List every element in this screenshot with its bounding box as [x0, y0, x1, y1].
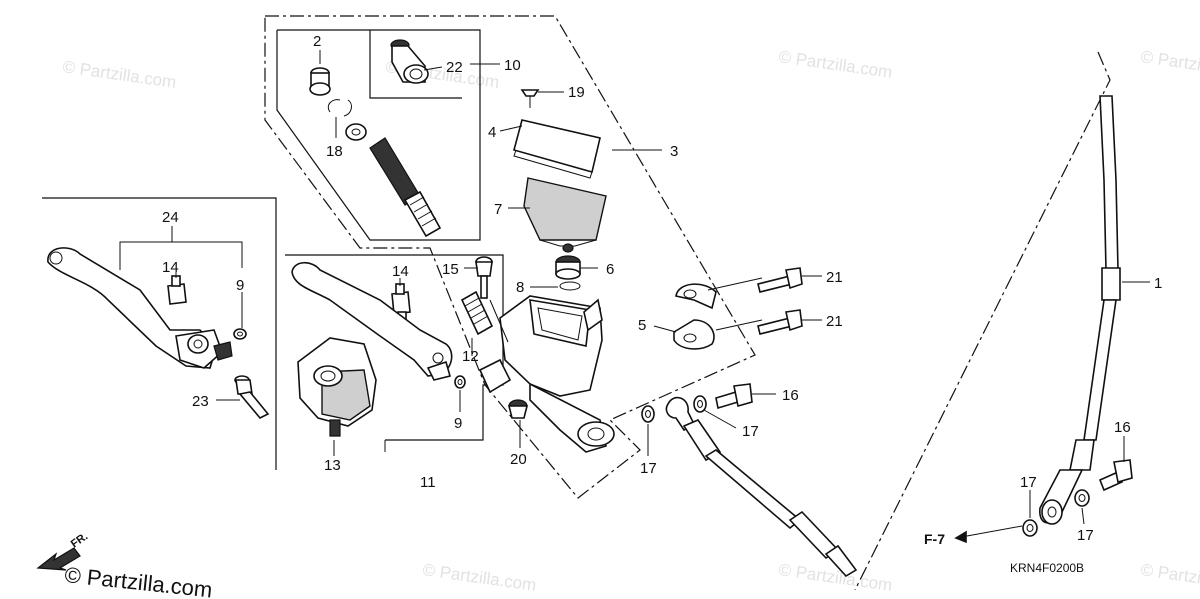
callout-17-upper: 17 [742, 423, 759, 440]
partzilla-watermark: © Partzilla.com [63, 562, 213, 599]
part-23-bolt [234, 375, 270, 419]
callout-17-lower-right: 17 [1077, 527, 1094, 544]
watermark-text: © Partzilla.com [777, 47, 893, 82]
callout-20: 20 [510, 451, 527, 468]
callout-16-lower: 16 [1114, 419, 1131, 436]
callout-9-middle: 9 [454, 415, 462, 432]
part-10-boot [390, 39, 429, 84]
master-cylinder-body [478, 295, 615, 453]
part-5-holder [673, 283, 717, 350]
callout-5: 5 [638, 317, 646, 334]
part-19-screw [520, 89, 540, 108]
piston-kit-box [276, 29, 481, 241]
callout-1: 1 [1154, 275, 1162, 292]
callout-16-upper: 16 [782, 387, 799, 404]
callout-12: 12 [462, 348, 479, 365]
watermark-text: © Partzilla.com [61, 57, 177, 92]
boot-kit-box [369, 30, 462, 99]
callout-19: 19 [568, 84, 585, 101]
callout-6: 6 [606, 261, 614, 278]
callout-14-middle: 14 [392, 263, 409, 280]
watermark-layer: © Partzilla.com © Partzilla.com © Partzi… [61, 47, 1200, 595]
callout-8: 8 [516, 279, 524, 296]
callout-21-upper: 21 [826, 269, 843, 286]
brake-hose-upper-segment [665, 396, 858, 578]
part-18-circlip [327, 99, 352, 117]
callout-14-left: 14 [162, 259, 179, 276]
callout-4: 4 [488, 124, 496, 141]
figure-ref-arrow [954, 525, 1023, 544]
part-21-bolts [757, 267, 803, 335]
callout-2: 2 [313, 33, 321, 50]
callout-22: 22 [446, 59, 463, 76]
part-2-piston-cup [309, 67, 331, 96]
callout-3: 3 [670, 143, 678, 160]
watermark-text: © Partzilla.com [1139, 560, 1200, 595]
callout-24: 24 [162, 209, 179, 226]
part-6-float [555, 255, 581, 280]
part-15-pivot-bolt [475, 256, 493, 299]
callout-18: 18 [326, 143, 343, 160]
part-12-spring [460, 290, 494, 336]
callout-11: 11 [420, 474, 436, 491]
part-9-nut [233, 328, 466, 389]
lever-24-box [42, 197, 277, 470]
parts: FR. [36, 39, 1133, 578]
part-2-piston-spring [345, 123, 442, 238]
part-11-lever [291, 261, 453, 381]
part-4-reservoir-cap [513, 119, 601, 179]
callout-10: 10 [504, 57, 521, 74]
part-13-cover [297, 337, 377, 437]
callout-15: 15 [442, 261, 459, 278]
group-outlines [42, 15, 1111, 591]
part-20-nut [507, 399, 529, 419]
callout-9-left: 9 [236, 277, 244, 294]
hose-group-outline [854, 51, 1111, 591]
callout-13: 13 [324, 457, 341, 474]
callout-21-lower: 21 [826, 313, 843, 330]
figure-ref-label: F-7 [924, 531, 945, 547]
callout-7: 7 [494, 201, 502, 218]
callout-labels: 2 22 10 19 4 3 18 7 6 8 15 12 20 5 21 21… [162, 33, 1162, 544]
watermark-text: © Partzilla.com [1139, 47, 1200, 82]
callout-23: 23 [192, 393, 209, 410]
leader-lines [119, 50, 1150, 525]
part-17-washers [641, 395, 1090, 537]
part-7-diaphragm [523, 177, 607, 253]
assembly-3-outline [264, 15, 756, 499]
part-16-banjo-bolt [715, 383, 753, 410]
front-arrow-label: FR. [69, 530, 90, 550]
part-16-banjo-bolt-lower [1098, 459, 1133, 492]
diagram-code: KRN4F0200B [1010, 561, 1084, 575]
watermark-text: © Partzilla.com [421, 560, 537, 595]
callout-17-lower-left: 17 [1020, 474, 1037, 491]
part-24-lever-assembly [47, 247, 233, 369]
part-1-brake-hose [1039, 95, 1121, 525]
part-8-o-ring [559, 281, 581, 291]
callout-17-mid: 17 [640, 460, 657, 477]
